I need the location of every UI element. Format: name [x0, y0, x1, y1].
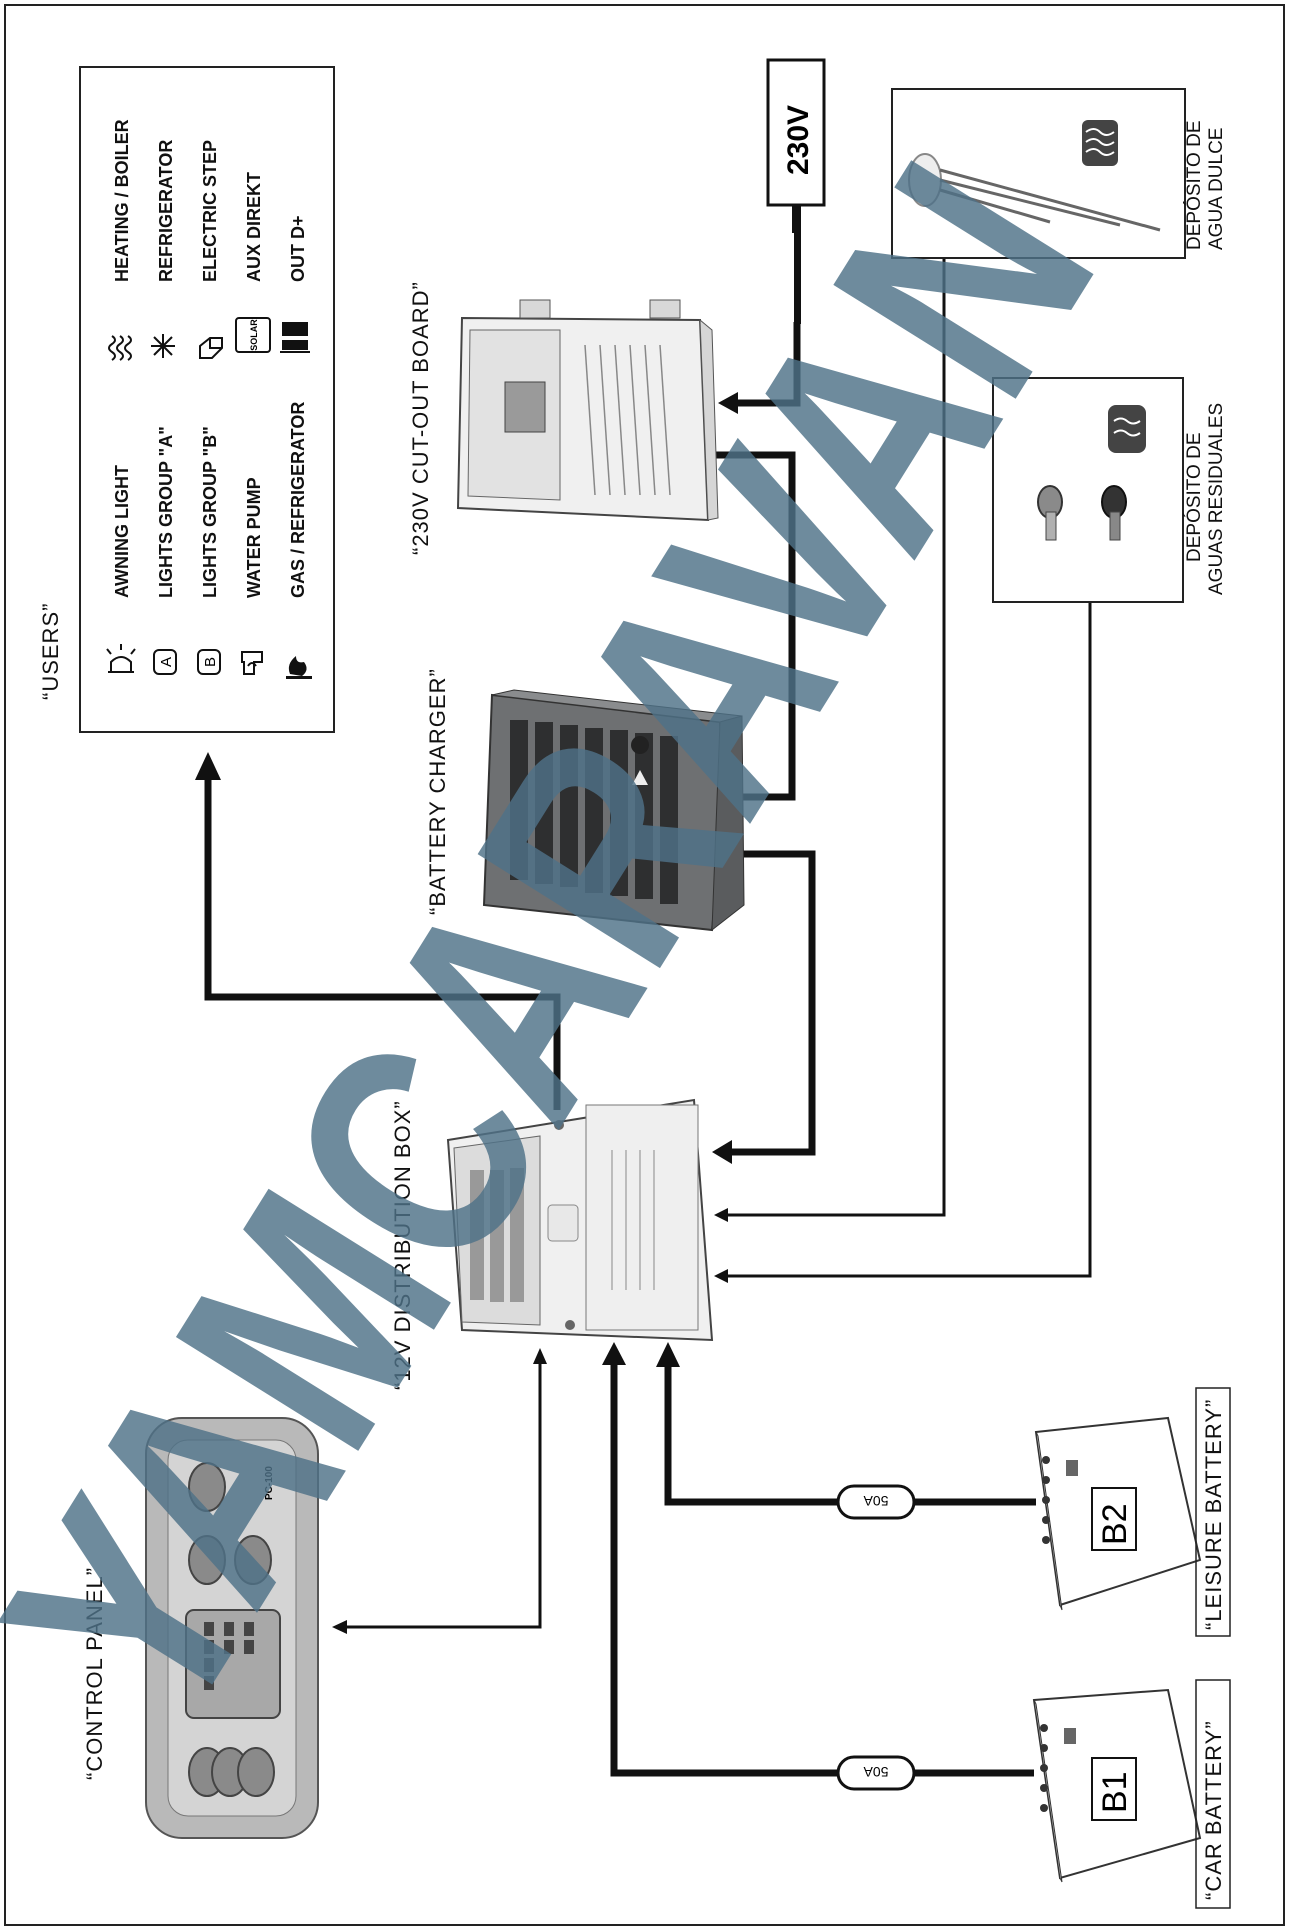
- user-electric-step: ELECTRIC STEP: [200, 140, 220, 282]
- water-tank-icon: [1082, 120, 1118, 166]
- arrow-car-battery: [602, 1342, 626, 1365]
- user-lights-group-a: LIGHTS GROUP "A": [156, 426, 176, 598]
- users-label: “USERS”: [38, 603, 63, 700]
- car-battery-label: “CAR BATTERY”: [1201, 1720, 1226, 1900]
- leisure-battery-label: “LEISURE BATTERY”: [1201, 1399, 1226, 1630]
- waste-tank-line2: AGUAS RESIDUALES: [1206, 403, 1227, 595]
- battery-b2-label: B2: [1096, 1503, 1134, 1545]
- svg-text:SOLAR: SOLAR: [249, 319, 259, 351]
- arrow-leisure-battery: [656, 1342, 680, 1367]
- waste-tank-icon: [1108, 405, 1146, 453]
- cutout-label: “230V CUT-OUT BOARD”: [408, 281, 433, 555]
- wire-leisure-battery: [668, 1365, 1036, 1502]
- svg-text:A: A: [158, 657, 175, 667]
- arrow-charger-to-distribution: [712, 1140, 732, 1164]
- mains-label: 230V: [782, 105, 815, 175]
- waste-tank-line1: DEPÓSITO DE: [1183, 432, 1205, 562]
- user-gas-refrigerator: GAS / REFRIGERATOR: [288, 402, 308, 598]
- snowflake-icon: [151, 334, 175, 358]
- user-water-pump: WATER PUMP: [244, 477, 264, 598]
- fresh-tank-line2: AGUA DULCE: [1206, 128, 1227, 250]
- user-aux-direkt: AUX DIREKT: [244, 172, 264, 282]
- user-lights-group-b: LIGHTS GROUP "B": [200, 426, 220, 598]
- fresh-tank-line1: DEPÓSITO DE: [1183, 120, 1205, 250]
- fuse-car: 50A: [838, 1757, 914, 1789]
- leisure-battery: B2: [1036, 1418, 1200, 1610]
- battery-b1-label: B1: [1096, 1771, 1134, 1813]
- user-awning-light: AWNING LIGHT: [112, 465, 132, 598]
- user-refrigerator: REFRIGERATOR: [156, 140, 176, 282]
- wire-car-battery: [614, 1362, 1034, 1773]
- fuse-car-label: 50A: [863, 1764, 889, 1780]
- fuse-leisure: 50A: [838, 1486, 914, 1518]
- user-out-d-plus: OUT D+: [288, 215, 308, 282]
- users-panel: AWNING LIGHT LIGHTS GROUP "A" LIGHTS GRO…: [80, 67, 334, 732]
- car-battery: B1: [1034, 1690, 1200, 1882]
- fuse-leisure-label: 50A: [863, 1493, 889, 1509]
- user-heating-boiler: HEATING / BOILER: [112, 119, 132, 282]
- svg-text:B: B: [202, 657, 219, 667]
- arrow-to-users: [195, 752, 221, 780]
